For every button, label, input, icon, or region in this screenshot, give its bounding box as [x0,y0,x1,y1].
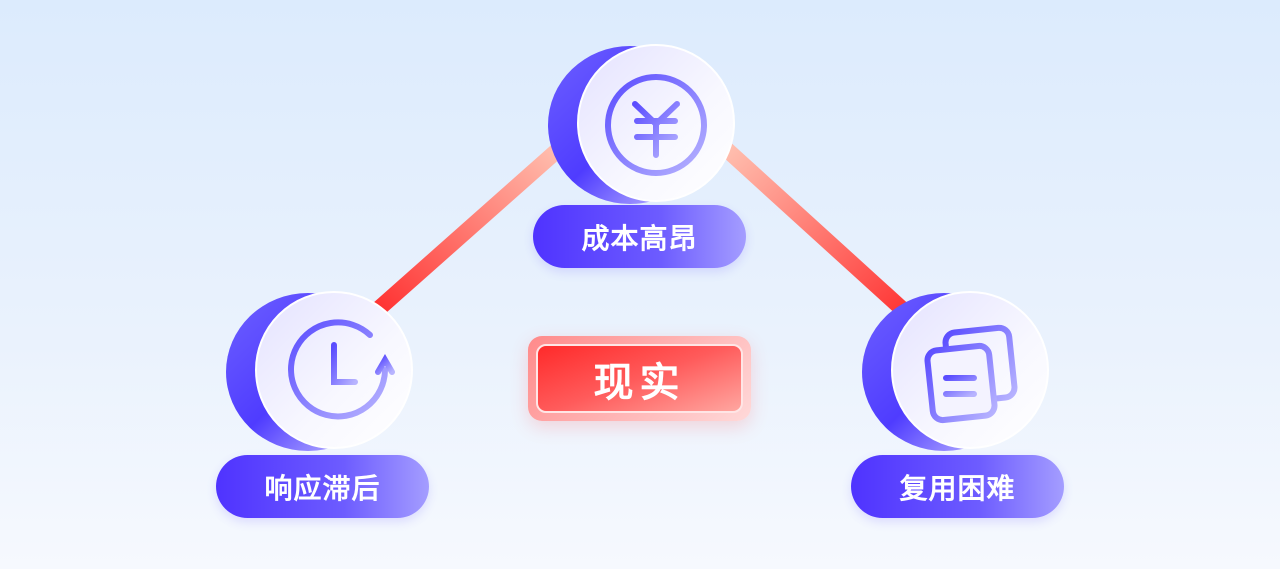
documents-icon [924,324,1018,424]
coin-top [548,44,735,204]
coin-left [226,291,413,451]
yen-icon [605,74,707,176]
node-label-cost: 成本高昂 [533,205,746,268]
edge-right [719,142,918,324]
center-badge: 现实 [528,336,751,421]
node-label-reuse: 复用困难 [851,455,1064,518]
coin-right [862,291,1049,451]
center-label: 现实 [536,344,743,413]
clock-refresh-icon [288,319,395,420]
node-label-response: 响应滞后 [216,455,429,518]
edge-left [369,142,566,318]
